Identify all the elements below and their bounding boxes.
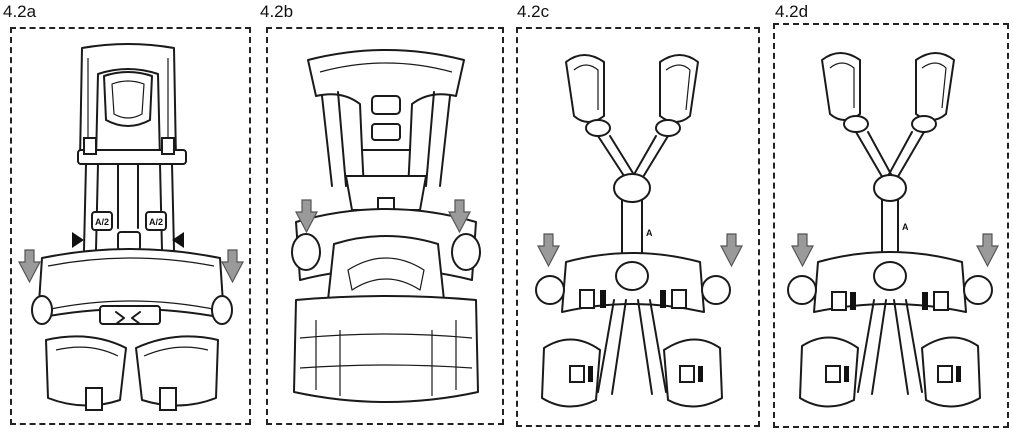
down-arrow-icon (448, 199, 471, 234)
panel-label-4-2d: 4.2d (775, 2, 809, 21)
panel-label-4-2c: 4.2c (517, 2, 550, 21)
harness-4-2b (291, 49, 481, 403)
down-arrow-icon (295, 199, 318, 234)
harness-4-2d: A (787, 52, 999, 408)
sternal-tag-left: A/2 (95, 217, 109, 227)
down-arrow-icon (221, 249, 244, 284)
sternal-tag-right: A/2 (149, 217, 163, 227)
down-arrow-icon (537, 233, 560, 268)
down-arrow-icon (18, 249, 41, 284)
panel-label-4-2a: 4.2a (3, 2, 37, 21)
harness-4-2c: A (535, 54, 743, 408)
down-arrow-icon (791, 233, 814, 268)
harness-4-2a: A/2 A/2 (18, 43, 244, 411)
down-arrow-icon (720, 233, 743, 268)
panel-label-4-2b: 4.2b (260, 2, 294, 21)
down-arrow-icon (976, 233, 999, 268)
sternal-tag: A (646, 228, 653, 238)
sternal-tag: A (902, 222, 909, 232)
